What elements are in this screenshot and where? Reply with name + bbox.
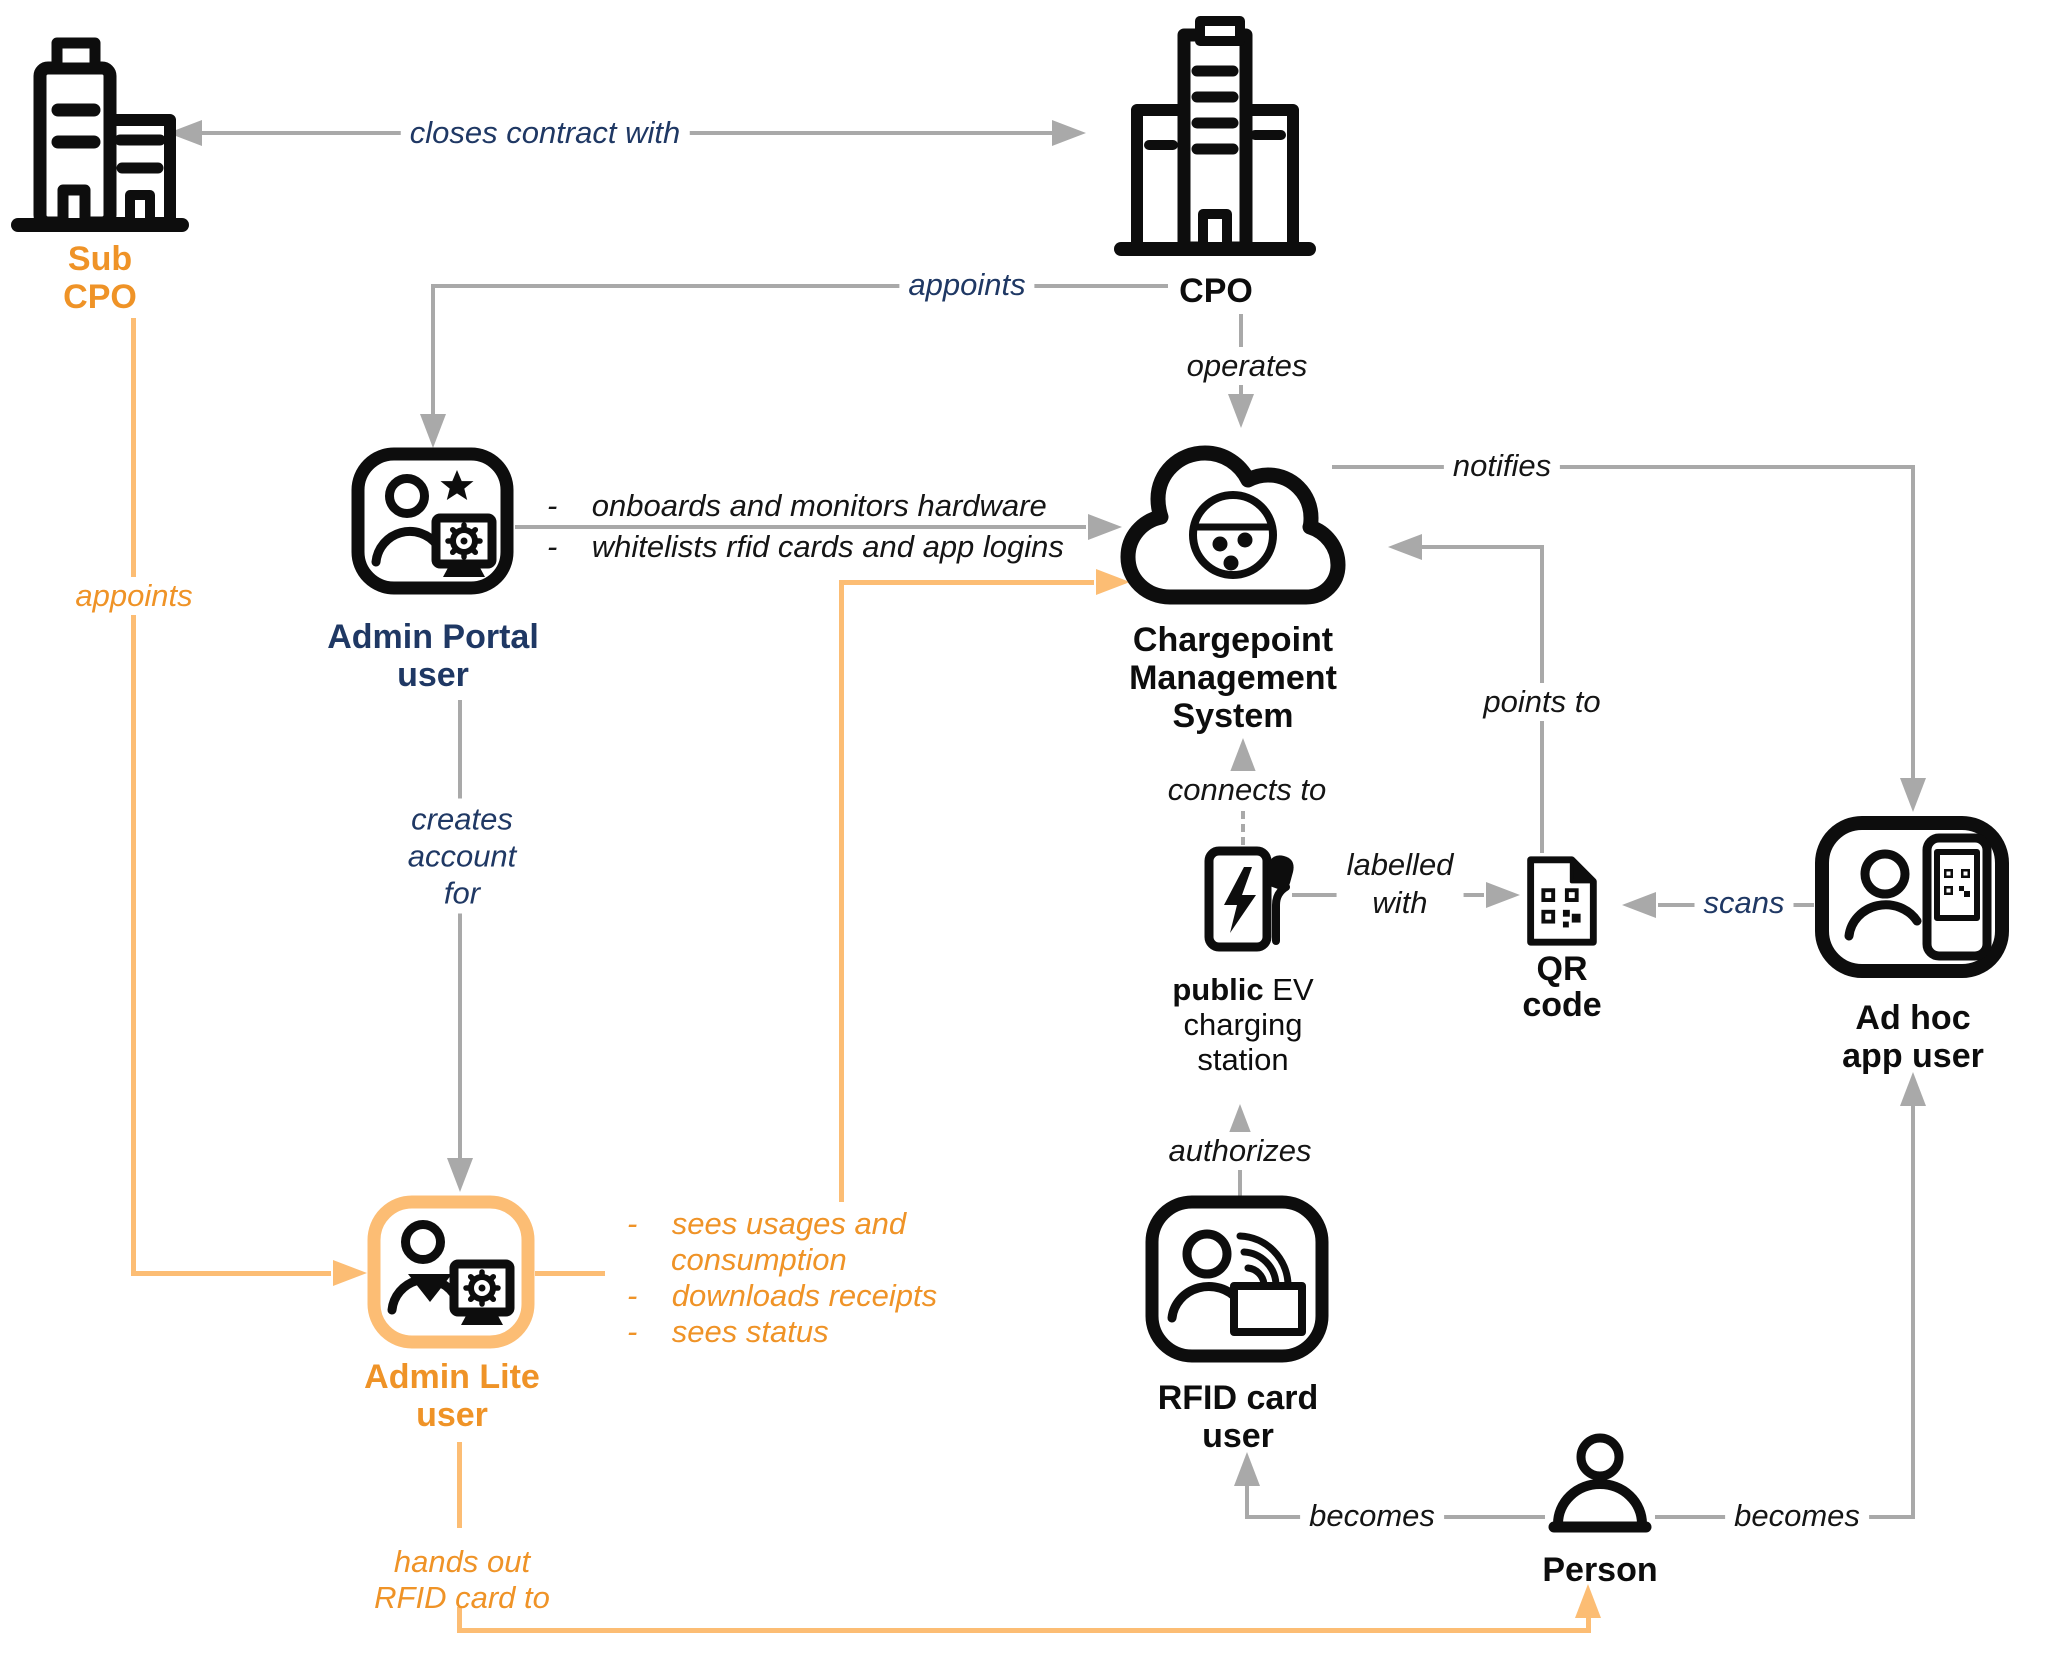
arrow-left-icon xyxy=(1388,534,1422,560)
node-qr xyxy=(1519,853,1603,949)
edge-becomes-left-vline xyxy=(1245,1486,1249,1517)
edge-creates-vline xyxy=(458,700,462,1158)
edge-label-closes-contract: closes contract with xyxy=(400,114,690,152)
node-rfid xyxy=(1144,1194,1330,1364)
arrow-up-icon xyxy=(1230,738,1256,772)
edge-label-appoints-cpo: appoints xyxy=(899,266,1035,304)
edge-onboards-hline xyxy=(515,525,1086,529)
edge-lite-cms-vline xyxy=(839,582,844,1202)
edge-handsout-vline1 xyxy=(457,1442,462,1528)
arrow-up-icon xyxy=(1575,1584,1601,1618)
node-label-rfid: RFID card user xyxy=(1157,1379,1319,1455)
node-admin-lite xyxy=(366,1194,536,1350)
node-label-admin-portal: Admin Portal user xyxy=(327,618,539,694)
node-sub-cpo xyxy=(10,28,190,233)
edge-appoints-sub-hline xyxy=(131,1271,331,1276)
edge-label-creates-account: creates account for xyxy=(397,798,527,914)
edge-label-labelled-with: labelled with xyxy=(1336,844,1464,924)
edge-label-becomes-left: becomes xyxy=(1300,1497,1444,1535)
edge-appoints-sub-vline xyxy=(131,318,136,1271)
ev-charger-icon xyxy=(1204,846,1294,952)
node-cms xyxy=(1112,432,1352,618)
edge-lite-cms-stub xyxy=(535,1271,605,1276)
arrow-down-icon xyxy=(1228,394,1254,428)
node-person xyxy=(1542,1430,1658,1536)
admin-portal-icon xyxy=(351,447,514,595)
edge-label-appoints-sub: appoints xyxy=(66,577,202,615)
rfid-card-user-icon xyxy=(1145,1195,1329,1363)
edge-label-lite-list: - sees usages and consumption - download… xyxy=(627,1206,938,1349)
arrow-up-icon xyxy=(1234,1452,1260,1486)
node-label-cms: Chargepoint Management System xyxy=(1129,621,1337,735)
node-cpo xyxy=(1114,15,1316,260)
node-label-qr: QR code xyxy=(1522,950,1602,1024)
building-icon xyxy=(11,37,189,232)
edge-label-becomes-right: becomes xyxy=(1725,1497,1869,1535)
edge-lite-cms-hline xyxy=(839,580,1094,585)
node-label-station: public EV charging station xyxy=(1172,972,1314,1077)
edge-label-onboards: - onboards and monitors hardware - white… xyxy=(547,488,1064,564)
cloud-icon xyxy=(1120,445,1346,605)
edge-label-connects-to: connects to xyxy=(1158,771,1336,809)
admin-lite-icon xyxy=(367,1195,535,1349)
edge-notifies-vline xyxy=(1911,465,1915,778)
arrow-down-icon xyxy=(447,1158,473,1192)
edge-becomes-right-vline xyxy=(1911,1106,1915,1517)
edge-points-hline xyxy=(1422,545,1544,549)
person-icon xyxy=(1548,1433,1652,1533)
adhoc-app-user-icon xyxy=(1815,816,2009,978)
edge-label-notifies: notifies xyxy=(1443,447,1561,485)
edge-handsout-vline2 xyxy=(457,1607,462,1631)
arrow-left-icon xyxy=(1622,892,1656,918)
node-label-adhoc: Ad hoc app user xyxy=(1842,999,1984,1075)
edge-label-scans: scans xyxy=(1694,884,1794,922)
edge-handsout-vline3 xyxy=(1586,1616,1591,1630)
node-label-person: Person xyxy=(1542,1551,1658,1589)
edge-label-authorizes: authorizes xyxy=(1159,1132,1321,1170)
qr-code-icon xyxy=(1527,856,1597,946)
node-label-admin-lite: Admin Lite user xyxy=(364,1358,540,1434)
edge-appoints-cpo-hline xyxy=(431,284,1168,288)
node-adhoc xyxy=(1813,814,2011,980)
edge-handsout-hline xyxy=(457,1628,1591,1633)
node-label-sub-cpo: Sub CPO xyxy=(63,240,137,316)
node-label-cpo: CPO xyxy=(1179,272,1253,310)
arrow-right-icon xyxy=(1088,514,1122,540)
edge-label-points-to: points to xyxy=(1474,683,1610,721)
arrow-right-icon xyxy=(1486,882,1520,908)
edge-appoints-cpo-vline xyxy=(431,284,435,414)
node-admin-portal xyxy=(350,446,515,596)
arrow-right-icon xyxy=(333,1260,367,1286)
arrow-down-icon xyxy=(1900,778,1926,812)
arrow-down-icon xyxy=(420,414,446,448)
edge-notifies-hline xyxy=(1332,465,1915,469)
node-station xyxy=(1204,843,1296,953)
arrow-right-icon xyxy=(1052,120,1086,146)
arrow-up-icon xyxy=(1900,1072,1926,1106)
edge-label-operates: operates xyxy=(1177,347,1317,385)
building-icon xyxy=(1114,16,1316,256)
edge-label-hands-out: hands out RFID card to xyxy=(374,1544,550,1615)
